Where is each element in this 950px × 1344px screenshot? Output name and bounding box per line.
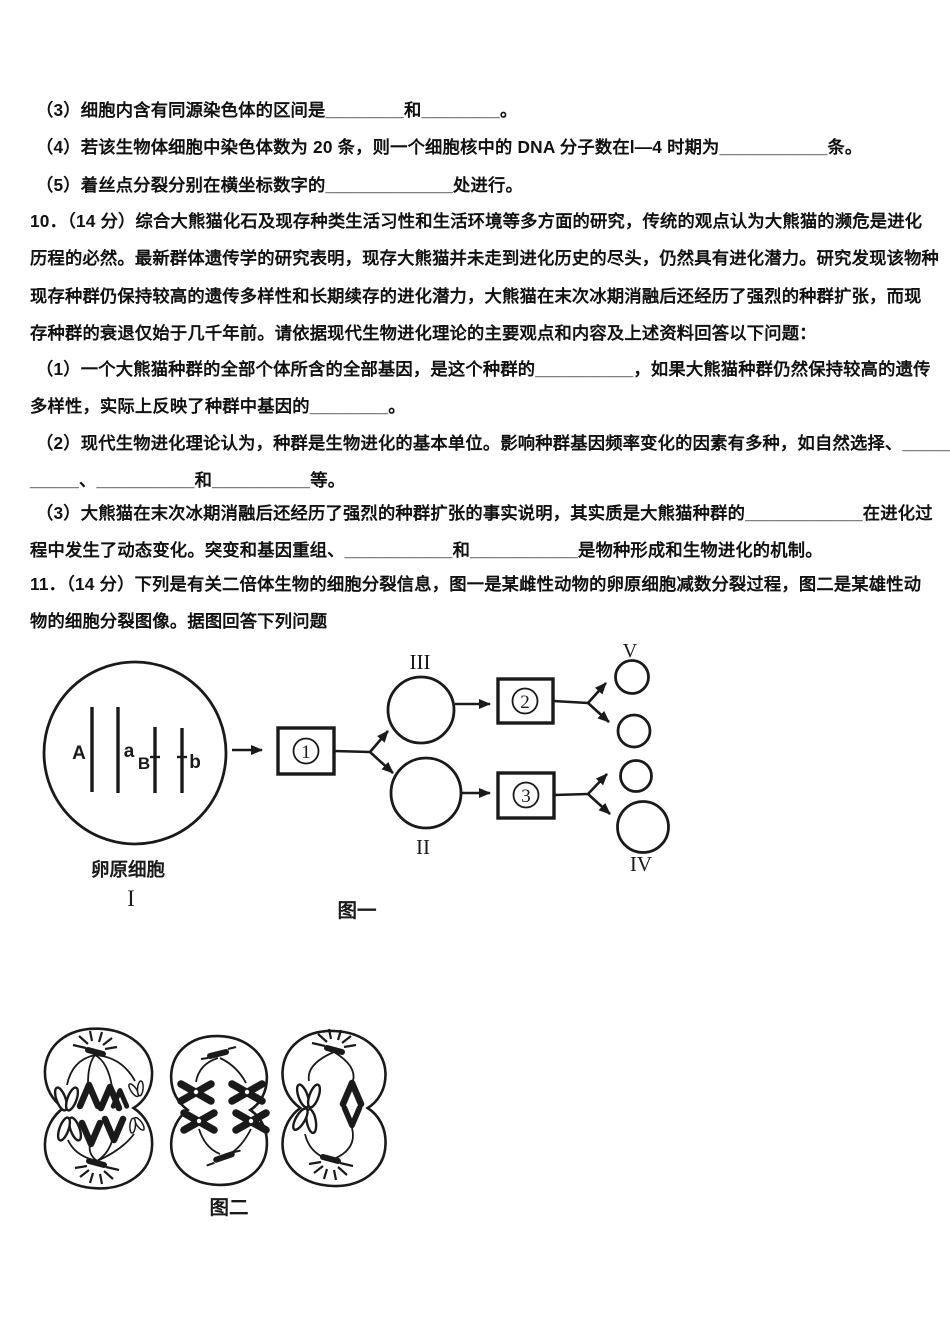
figure-1-meiosis-diagram: A a B b 卵原细胞 I 1 III II 2 — [42, 640, 670, 922]
branch-box3 — [553, 773, 611, 815]
process-box-3-number: 3 — [521, 786, 531, 807]
figure-2-cell-division-diagram: 图二 — [43, 1010, 387, 1219]
chromosome-A-label: A — [72, 743, 86, 764]
polar-body-circle-upper — [616, 713, 652, 749]
oogonium-cell-circle — [42, 660, 228, 846]
question-10-sub1-line2: 多样性，实际上反映了种群中基因的________。 — [30, 396, 406, 416]
question-10-intro-line4: 存种群的衰退仅始于几千年前。请依据现代生物进化理论的主要观点和内容及上述资料回答… — [30, 323, 817, 343]
cell-V-circle — [614, 659, 650, 695]
question-9-sub3: （3）细胞内含有同源染色体的区间是________和________。 — [36, 100, 518, 120]
question-10-sub1-line1: （1）一个大熊猫种群的全部个体所含的全部基因，是这个种群的__________，… — [36, 359, 931, 379]
process-box-3: 3 — [496, 771, 556, 820]
cell-IV-circle — [616, 800, 670, 854]
oogonium-label: 卵原细胞 — [91, 859, 166, 880]
process-box-2-number: 2 — [520, 692, 530, 713]
numeral-III: III — [410, 650, 431, 674]
chromosome-a-label: a — [124, 741, 135, 762]
cell-II-circle — [389, 756, 463, 830]
question-9-sub4: （4）若该生物体细胞中染色体数为 20 条，则一个细胞核中的 DNA 分子数在l… — [36, 137, 863, 157]
numeral-I: I — [127, 886, 135, 911]
numeral-II: II — [416, 835, 430, 859]
figure-2-caption: 图二 — [209, 1197, 248, 1219]
cell-III-circle — [386, 675, 456, 745]
question-10-intro-line1: 10．（14 分）综合大熊猫化石及现存种类生活习性和生活环境等多方面的研究，传统… — [30, 211, 923, 231]
chromosome-b-label: b — [189, 752, 201, 773]
circled-number-icon — [512, 781, 540, 809]
question-10-sub3-line1: （3）大熊猫在末次冰期消融后还经历了强烈的种群扩张的事实说明，其实质是大熊猫种群… — [36, 503, 933, 523]
numeral-V: V — [623, 640, 638, 662]
chromosome-B-label: B — [138, 754, 150, 773]
process-box-1: 1 — [276, 726, 336, 776]
question-10-sub3-line2: 程中发生了动态变化。突变和基因重组、___________和__________… — [30, 540, 823, 560]
circled-number-icon — [511, 687, 539, 715]
question-10-intro-line3: 现存种群仍保持较高的遗传多样性和长期续存的进化潜力，大熊猫在末次冰期消融后还经历… — [30, 286, 922, 306]
numeral-IV: IV — [630, 852, 652, 876]
question-10-sub2-line2: _____、__________和__________等。 — [30, 470, 346, 490]
figure-1-caption: 图一 — [337, 900, 377, 922]
figure2-cell-3-anaphase — [281, 1029, 387, 1188]
branch-box2 — [552, 682, 610, 723]
polar-body-circle-lower — [619, 759, 653, 793]
question-9-sub5: （5）着丝点分裂分别在横坐标数字的_____________处进行。 — [36, 175, 523, 195]
process-box-1-number: 1 — [301, 742, 311, 763]
circled-number-icon — [292, 737, 320, 765]
question-11-intro-line1: 11．（14 分）下列是有关二倍体生物的细胞分裂信息，图一是某雌性动物的卵原细胞… — [30, 574, 922, 594]
figure2-cell-2-metaphase — [169, 1034, 267, 1187]
question-11-intro-line2: 物的细胞分裂图像。据图回答下列问题 — [30, 611, 328, 631]
question-10-sub2-line1: （2）现代生物进化理论认为，种群是生物进化的基本单位。影响种群基因频率变化的因素… — [36, 433, 950, 453]
process-box-2: 2 — [496, 677, 555, 725]
branch-box1 — [333, 730, 394, 774]
question-10-intro-line2: 历程的必然。最新群体遗传学的研究表明，现存大熊猫并未走到进化历史的尽头，仍然具有… — [30, 248, 940, 268]
figure2-cell-1-anaphase — [43, 1027, 154, 1190]
oogonium-chromosomes — [90, 707, 187, 793]
